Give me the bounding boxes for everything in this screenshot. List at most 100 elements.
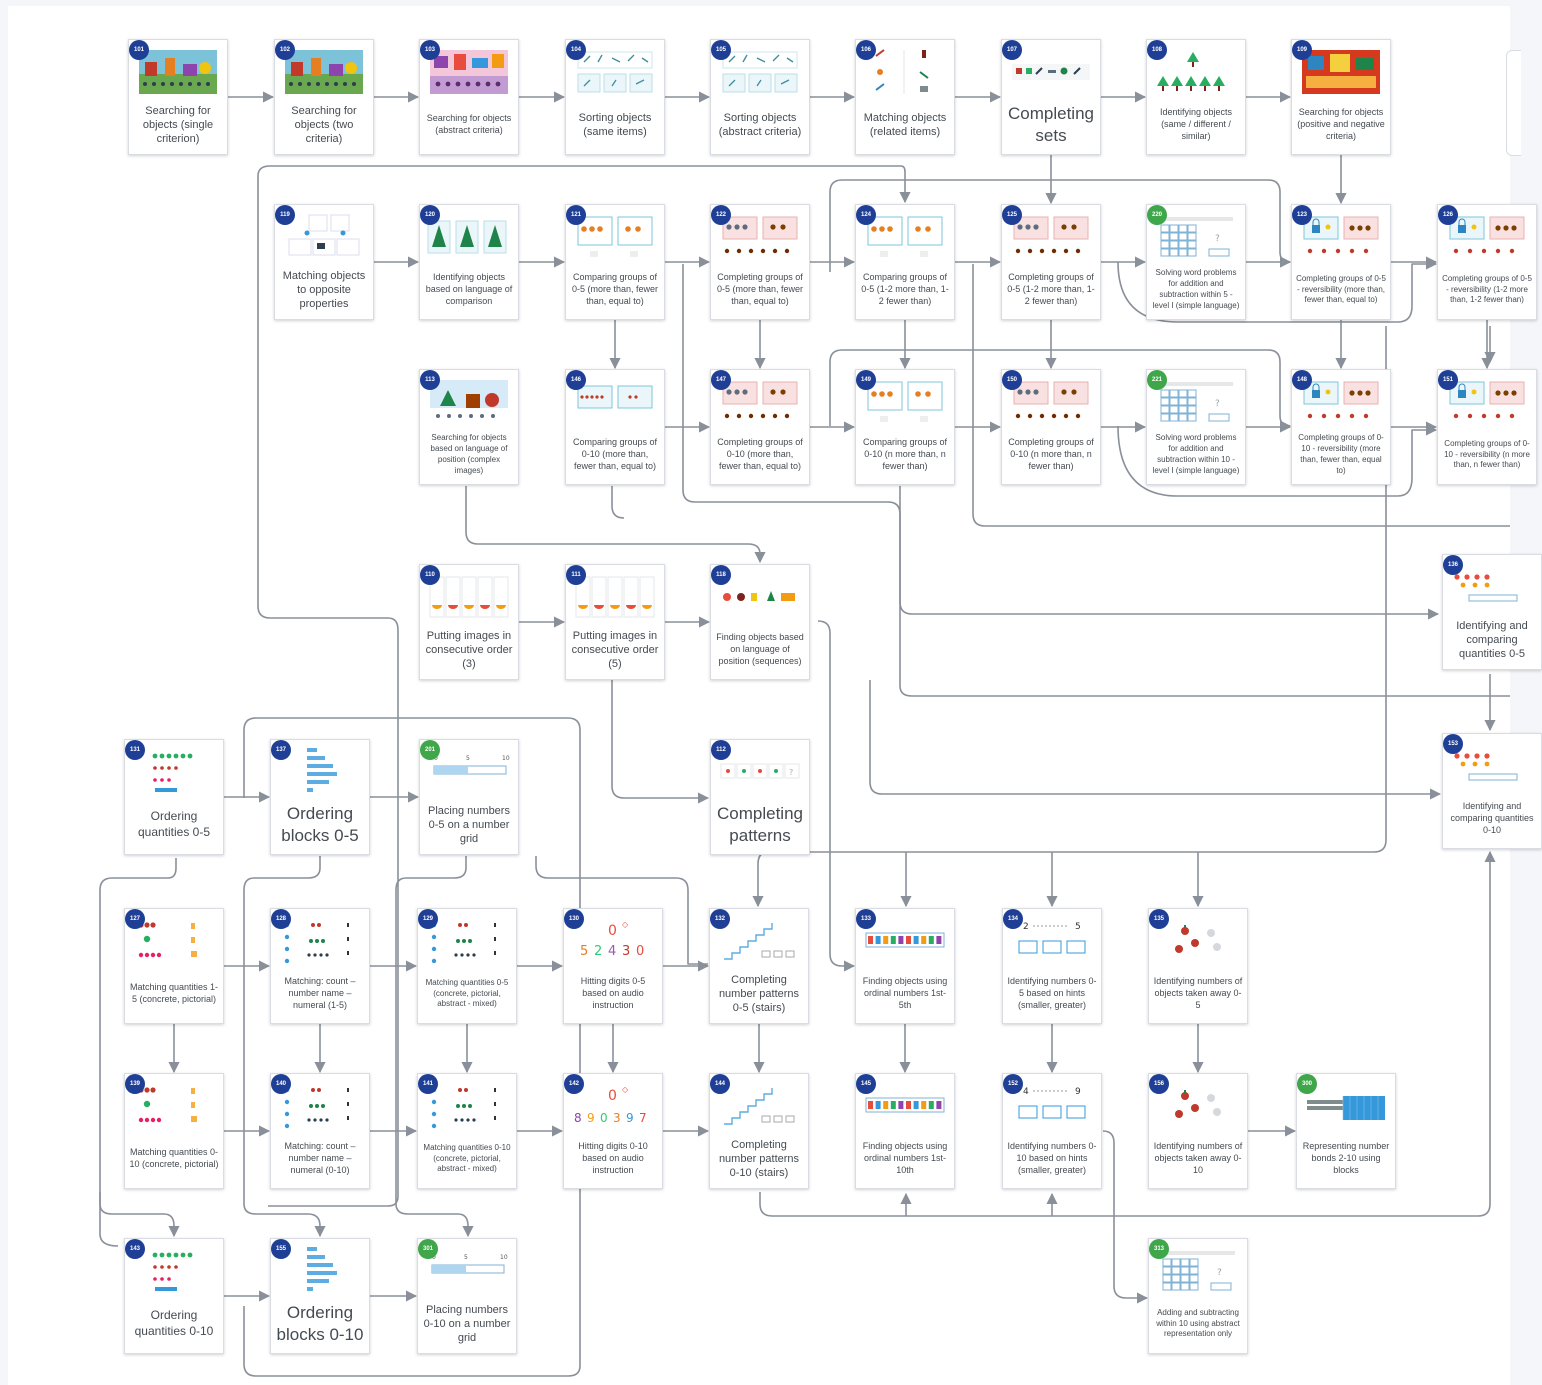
- activity-number-badge: 144: [710, 1074, 730, 1094]
- svg-text:10: 10: [502, 755, 510, 762]
- activity-card-105[interactable]: Sorting objects (abstract criteria): [710, 39, 810, 155]
- activity-card-143[interactable]: Ordering quantities 0-10: [124, 1238, 224, 1354]
- activity-card-120[interactable]: Identifying objects based on language of…: [419, 204, 519, 320]
- activity-thumbnail: [717, 571, 803, 623]
- activity-label: Ordering quantities 0-5: [137, 809, 211, 839]
- activity-card-139[interactable]: Matching quantities 0-10 (concrete, pict…: [124, 1073, 224, 1189]
- activity-number-badge: 142: [564, 1074, 584, 1094]
- activity-card-145[interactable]: Finding objects using ordinal numbers 1s…: [855, 1073, 955, 1189]
- activity-card-103[interactable]: Searching for objects (abstract criteria…: [419, 39, 519, 155]
- connector-arrow: [243, 717, 581, 1377]
- svg-text:?: ?: [789, 768, 793, 777]
- activity-number-badge: 136: [1443, 555, 1463, 575]
- activity-thumbnail: [1008, 211, 1094, 263]
- svg-text:5: 5: [1075, 922, 1081, 932]
- activity-card-313[interactable]: ?Adding and subtracting within 10 using …: [1148, 1238, 1248, 1354]
- connector-arrow: [752, 326, 1387, 908]
- activity-number-badge: 108: [1147, 40, 1167, 60]
- activity-card-153[interactable]: Identifying and comparing quantities 0-1…: [1442, 733, 1542, 849]
- svg-text:3: 3: [613, 1111, 621, 1125]
- activity-thumbnail: [716, 1080, 802, 1132]
- activity-thumbnail: [717, 211, 803, 263]
- activity-thumbnail: [1303, 1080, 1389, 1132]
- activity-label: Representing number bonds 2-10 using blo…: [1302, 1141, 1390, 1175]
- activity-card-150[interactable]: Completing groups of 0-10 (n more than, …: [1001, 369, 1101, 485]
- activity-card-146[interactable]: Comparing groups of 0-10 (more than, few…: [565, 369, 665, 485]
- activity-number-badge: 109: [1292, 40, 1312, 60]
- activity-number-badge: 102: [275, 40, 295, 60]
- activity-card-149[interactable]: Comparing groups of 0-10 (n more than, n…: [855, 369, 955, 485]
- activity-card-129[interactable]: Matching quantities 0-5 (concrete, picto…: [417, 908, 517, 1024]
- activity-thumbnail: [1298, 376, 1384, 428]
- activity-number-badge: 135: [1149, 909, 1169, 929]
- activity-card-109[interactable]: Searching for objects (positive and nega…: [1291, 39, 1391, 155]
- activity-card-155[interactable]: Ordering blocks 0-10: [270, 1238, 370, 1354]
- activity-card-135[interactable]: Identifying numbers of objects taken awa…: [1148, 908, 1248, 1024]
- activity-card-121[interactable]: Comparing groups of 0-5 (more than, fewe…: [565, 204, 665, 320]
- activity-number-badge: 123: [1292, 205, 1312, 225]
- activity-thumbnail: [1008, 46, 1094, 98]
- activity-label: Ordering blocks 0-5: [281, 803, 359, 845]
- activity-card-156[interactable]: Identifying numbers of objects taken awa…: [1148, 1073, 1248, 1189]
- activity-label: Identifying and comparing quantities 0-1…: [1450, 801, 1534, 835]
- activity-card-148[interactable]: Completing groups of 0-10 - reversibilit…: [1291, 369, 1391, 485]
- activity-label: Searching for objects (single criterion): [142, 104, 214, 146]
- activity-card-141[interactable]: Matching quantities 0-10 (concrete, pict…: [417, 1073, 517, 1189]
- svg-text:5: 5: [466, 755, 470, 762]
- activity-thumbnail: ?: [1153, 376, 1239, 428]
- activity-card-151[interactable]: Completing groups of 0-10 - reversibilit…: [1437, 369, 1537, 485]
- activity-card-118[interactable]: Finding objects based on language of pos…: [710, 564, 810, 680]
- activity-card-124[interactable]: Comparing groups of 0-5 (1-2 more than, …: [855, 204, 955, 320]
- activity-card-104[interactable]: Sorting objects (same items): [565, 39, 665, 155]
- connector-arrow: [257, 165, 911, 346]
- activity-card-126[interactable]: Completing groups of 0-5 - reversibility…: [1437, 204, 1537, 320]
- svg-text:5: 5: [580, 944, 588, 959]
- activity-card-300[interactable]: Representing number bonds 2-10 using blo…: [1296, 1073, 1396, 1189]
- activity-card-128[interactable]: Matching: count – number name – numeral …: [270, 908, 370, 1024]
- activity-card-122[interactable]: Completing groups of 0-5 (more than, few…: [710, 204, 810, 320]
- activity-thumbnail: ?: [1155, 1245, 1241, 1297]
- activity-label: Completing groups of 0-5 - reversibility…: [1442, 273, 1532, 305]
- activity-label: Solving word problems for addition and s…: [1152, 433, 1240, 475]
- activity-card-127[interactable]: Matching quantities 1-5 (concrete, picto…: [124, 908, 224, 1024]
- activity-card-123[interactable]: Completing groups of 0-5 - reversibility…: [1291, 204, 1391, 320]
- activity-card-144[interactable]: Completing number patterns 0-10 (stairs): [709, 1073, 809, 1189]
- svg-text:4: 4: [1023, 1087, 1029, 1097]
- activity-card-132[interactable]: Completing number patterns 0-5 (stairs): [709, 908, 809, 1024]
- activity-card-111[interactable]: Putting images in consecutive order (5): [565, 564, 665, 680]
- activity-label: Completing sets: [1008, 103, 1094, 145]
- activity-card-125[interactable]: Completing groups of 0-5 (1-2 more than,…: [1001, 204, 1101, 320]
- activity-thumbnail: [426, 46, 512, 98]
- activity-card-112[interactable]: ?Completing patterns: [710, 739, 810, 855]
- side-panel-edge: [1506, 50, 1521, 156]
- activity-card-119[interactable]: Matching objects to opposite properties: [274, 204, 374, 320]
- activity-card-106[interactable]: Matching objects (related items): [855, 39, 955, 155]
- activity-label: Placing numbers 0-5 on a number grid: [428, 804, 510, 846]
- connector-arrow: [1102, 1130, 1149, 1304]
- activity-thumbnail: [277, 746, 363, 798]
- activity-card-137[interactable]: Ordering blocks 0-5: [270, 739, 370, 855]
- activity-thumbnail: [862, 46, 948, 98]
- svg-text:?: ?: [1215, 399, 1220, 409]
- activity-card-220[interactable]: ?Solving word problems for addition and …: [1146, 204, 1246, 320]
- activity-card-133[interactable]: Finding objects using ordinal numbers 1s…: [855, 908, 955, 1024]
- activity-card-147[interactable]: Completing groups of 0-10 (more than, fe…: [710, 369, 810, 485]
- activity-card-110[interactable]: Putting images in consecutive order (3): [419, 564, 519, 680]
- activity-card-107[interactable]: Completing sets: [1001, 39, 1101, 155]
- activity-card-131[interactable]: Ordering quantities 0-5: [124, 739, 224, 855]
- activity-card-101[interactable]: Searching for objects (single criterion): [128, 39, 228, 155]
- activity-thumbnail: [1155, 915, 1241, 967]
- svg-text:9: 9: [587, 1111, 595, 1125]
- activity-card-113[interactable]: Searching for objects based on language …: [419, 369, 519, 485]
- activity-card-221[interactable]: ? Solving word problems for addition and …: [1146, 369, 1246, 485]
- activity-number-badge: 129: [418, 909, 438, 929]
- activity-card-102[interactable]: Searching for objects (two criteria): [274, 39, 374, 155]
- activity-card-108[interactable]: Identifying objects (same / different / …: [1146, 39, 1246, 155]
- activity-card-140[interactable]: Matching: count – number name – numeral …: [270, 1073, 370, 1189]
